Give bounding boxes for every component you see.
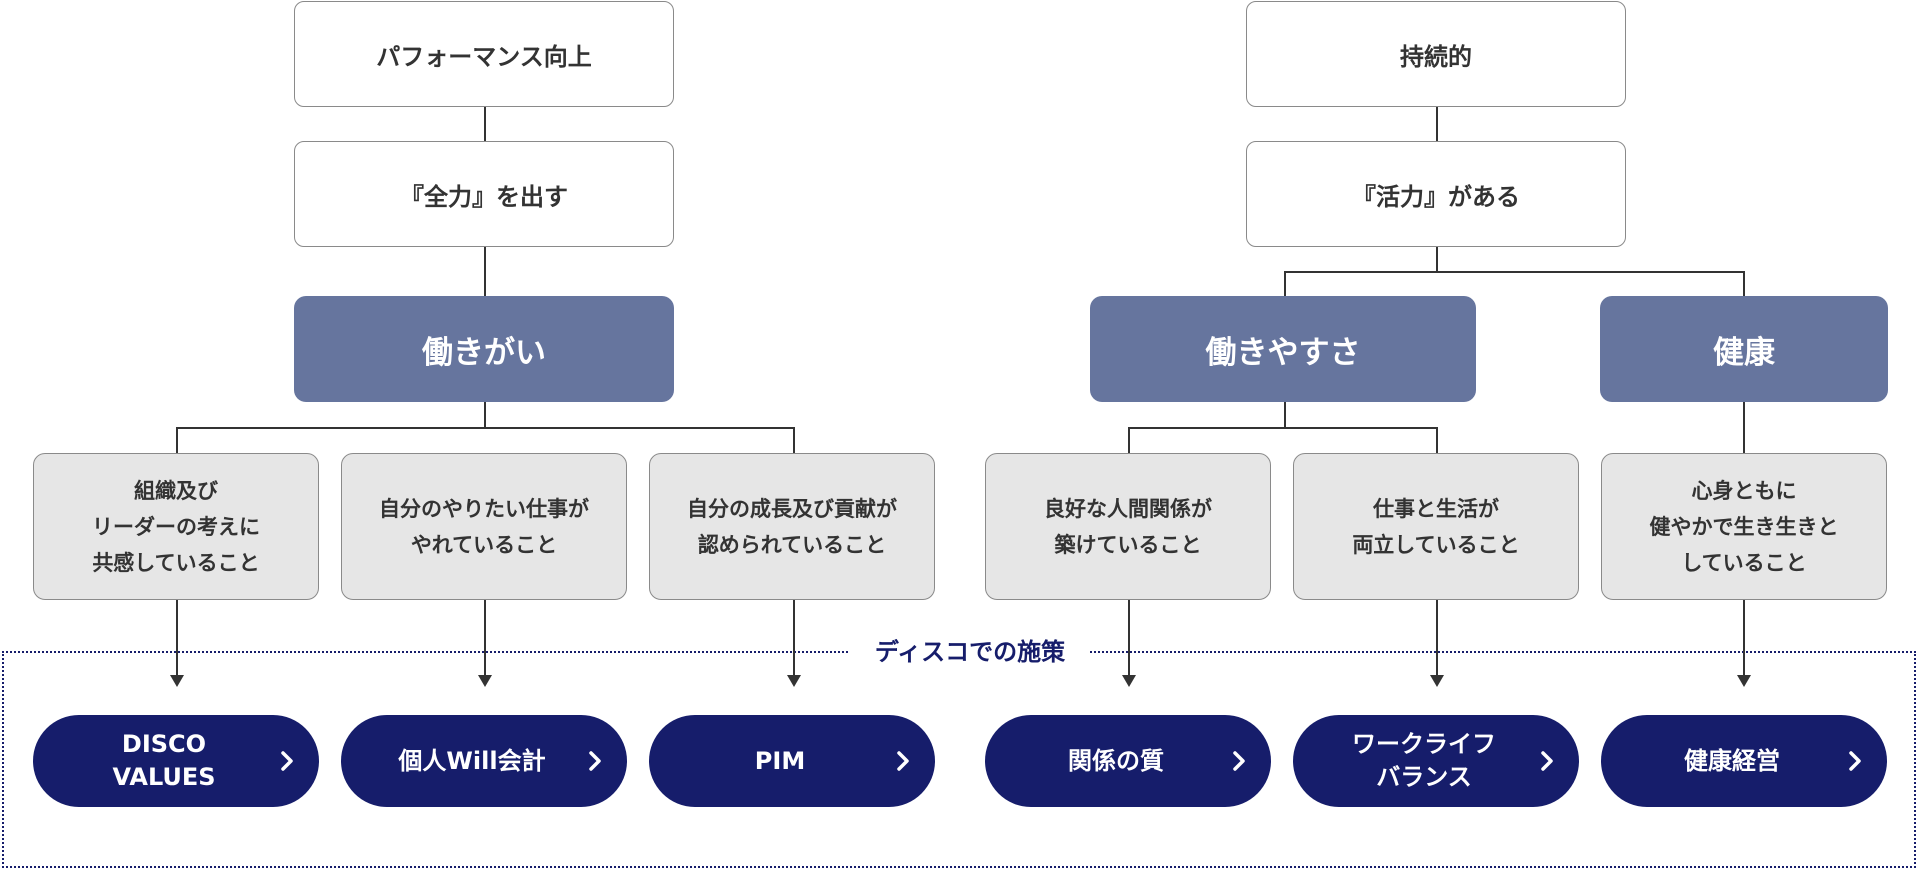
initiative-label: 関係の質 (1068, 746, 1164, 775)
category-kenko: 健康 (1600, 296, 1888, 402)
arrow-line (793, 600, 795, 675)
connector-line (1436, 107, 1438, 141)
arrow-head (1737, 675, 1751, 687)
factor-box: 良好な人間関係が 築けていること (985, 453, 1271, 600)
initiative-label: DISCO VALUES (112, 730, 216, 791)
initiative-health-management-button[interactable]: 健康経営 (1601, 715, 1887, 807)
factor-box: 仕事と生活が 両立していること (1293, 453, 1579, 600)
top-box-full-power: 『全力』を出す (294, 141, 674, 247)
chevron-right-icon (583, 749, 607, 773)
arrow-line (484, 600, 486, 675)
arrow-head (1122, 675, 1136, 687)
connector-line (176, 427, 794, 429)
top-box-performance: パフォーマンス向上 (294, 1, 674, 107)
top-box-vitality: 『活力』がある (1246, 141, 1626, 247)
factor-box: 自分のやりたい仕事が やれていること (341, 453, 627, 600)
connector-line (1436, 427, 1438, 453)
chevron-right-icon (1535, 749, 1559, 773)
connector-line (484, 107, 486, 141)
initiative-label: PIM (754, 746, 806, 775)
arrow-line (1743, 600, 1745, 675)
chevron-right-icon (891, 749, 915, 773)
connector-line (1743, 271, 1745, 296)
arrow-head (170, 675, 184, 687)
connector-line (176, 427, 178, 453)
chevron-right-icon (1843, 749, 1867, 773)
connector-line (1743, 402, 1745, 453)
category-hatarakiyasusa: 働きやすさ (1090, 296, 1476, 402)
connector-line (1284, 271, 1744, 273)
factor-box: 自分の成長及び貢献が 認められていること (649, 453, 935, 600)
initiative-pim-button[interactable]: PIM (649, 715, 935, 807)
chevron-right-icon (275, 749, 299, 773)
connector-line (1436, 247, 1438, 272)
initiative-label: 健康経営 (1684, 746, 1780, 775)
arrow-line (1436, 600, 1438, 675)
initiative-relationship-quality-button[interactable]: 関係の質 (985, 715, 1271, 807)
connector-line (793, 427, 795, 453)
connector-line (1284, 402, 1286, 428)
arrow-head (478, 675, 492, 687)
connector-line (484, 247, 486, 296)
category-hatarakigai: 働きがい (294, 296, 674, 402)
arrow-line (176, 600, 178, 675)
connector-line (484, 402, 486, 428)
initiative-label: 個人Will会計 (398, 746, 546, 775)
initiative-label: ワークライフ バランス (1352, 730, 1496, 791)
arrow-head (787, 675, 801, 687)
top-box-sustainable: 持続的 (1246, 1, 1626, 107)
connector-line (1128, 427, 1438, 429)
initiative-work-life-balance-button[interactable]: ワークライフ バランス (1293, 715, 1579, 807)
factor-box: 組織及び リーダーの考えに 共感していること (33, 453, 319, 600)
factor-box: 心身ともに 健やかで生き生きと していること (1601, 453, 1887, 600)
arrow-line (1128, 600, 1130, 675)
connector-line (1128, 427, 1130, 453)
initiative-disco-values-button[interactable]: DISCO VALUES (33, 715, 319, 807)
connector-line (1284, 271, 1286, 296)
chevron-right-icon (1227, 749, 1251, 773)
section-label: ディスコでの施策 (850, 629, 1090, 669)
arrow-head (1430, 675, 1444, 687)
initiative-will-accounting-button[interactable]: 個人Will会計 (341, 715, 627, 807)
